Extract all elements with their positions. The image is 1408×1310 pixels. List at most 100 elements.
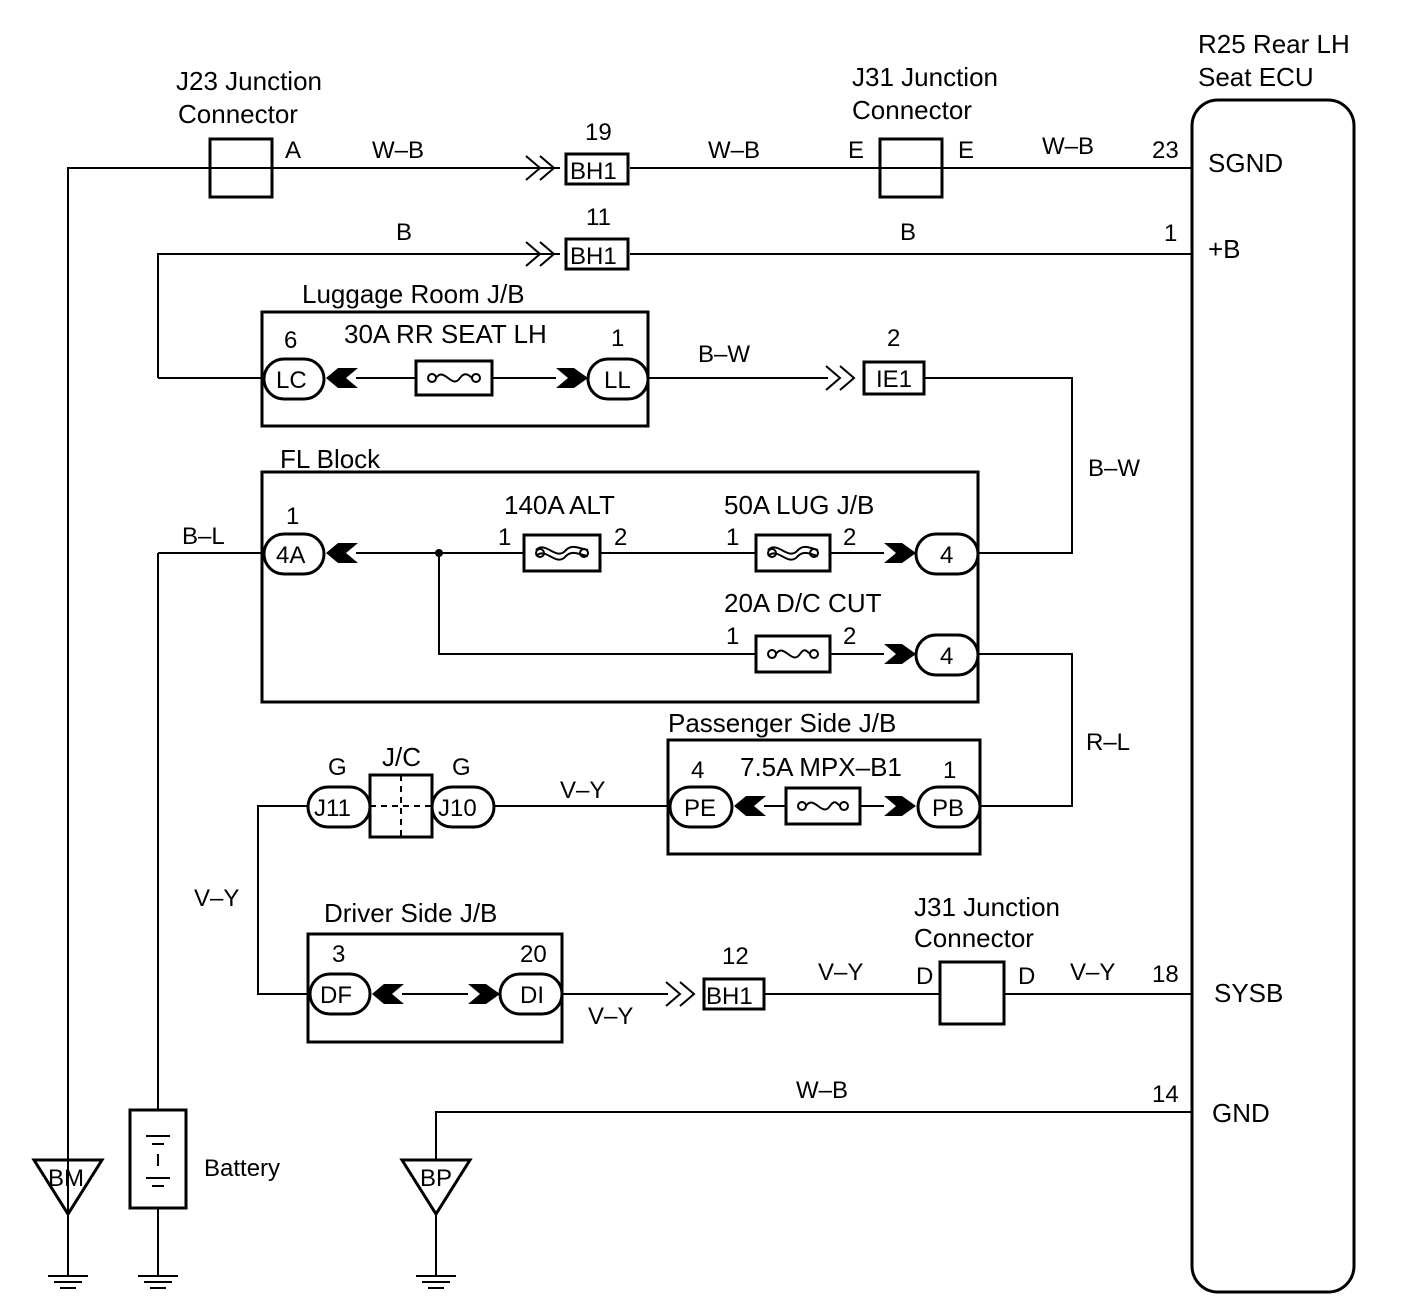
luggage-room-jb: Luggage Room J/B 30A RR SEAT LH LC 6 LL … xyxy=(158,279,650,428)
ecu-pin-b-num: 1 xyxy=(1164,220,1177,247)
ie1-label: IE1 xyxy=(876,366,912,393)
jc-junction-connector: J/C J11 G J10 G xyxy=(306,742,496,839)
j31-junction-connector-top: J31 Junction Connector E E xyxy=(848,62,998,199)
wire-label: V–Y xyxy=(588,1003,633,1030)
fuse-140a-alt: 140A ALT 1 2 xyxy=(498,490,627,573)
bh1-connector-12: BH1 12 xyxy=(702,943,766,1011)
driver-jb-title: Driver Side J/B xyxy=(324,898,497,928)
bh1-label: BH1 xyxy=(570,243,617,270)
fuse-dc-pin2: 2 xyxy=(843,623,856,650)
j23-junction-connector: J23 Junction Connector A xyxy=(176,66,322,199)
vy-circuit xyxy=(257,805,310,995)
luggage-jb-left-label: LC xyxy=(276,367,307,394)
ecu-pin-sgnd-name: SGND xyxy=(1208,148,1283,178)
fl-block: FL Block 4A 1 140A ALT 1 2 50A LUG J/B 1 xyxy=(158,444,980,704)
wire-label: B–L xyxy=(182,523,225,550)
fuse-lug-pin1: 1 xyxy=(726,524,739,551)
driver-jb-right-num: 20 xyxy=(520,941,547,968)
j31-bottom-pin-left: D xyxy=(916,963,933,990)
jc-left-num: G xyxy=(328,754,347,781)
fuse-dc-pin1: 1 xyxy=(726,623,739,650)
wire-label: W–B xyxy=(372,137,424,164)
fuse-alt-pin1: 1 xyxy=(498,524,511,551)
bw-circuit xyxy=(648,365,1073,554)
ie1-num: 2 xyxy=(887,325,900,352)
wire-label: V–Y xyxy=(560,777,605,804)
j31-top-title-line2: Connector xyxy=(852,95,972,125)
passenger-jb-fuse-name: 7.5A MPX–B1 xyxy=(740,752,902,782)
fuse-lug-name: 50A LUG J/B xyxy=(724,490,874,520)
ie1-connector: IE1 2 xyxy=(862,325,926,396)
ecu-pin-b-name: +B xyxy=(1208,234,1241,264)
rl-circuit xyxy=(978,653,1073,807)
fl-dc-out-label: 4 xyxy=(940,643,953,670)
jc-title: J/C xyxy=(382,742,421,772)
j31-top-pin-left: E xyxy=(848,137,864,164)
gnd-circuit xyxy=(435,1111,1192,1160)
fl-terminal-num: 1 xyxy=(286,503,299,530)
jc-right-label: J10 xyxy=(438,795,477,822)
ecu-title-line1: R25 Rear LH xyxy=(1198,29,1350,59)
fuse-alt-pin2: 2 xyxy=(614,524,627,551)
luggage-jb-right-num: 1 xyxy=(611,325,624,352)
passenger-side-jb: Passenger Side J/B 7.5A MPX–B1 PE 4 PB 1 xyxy=(666,708,982,856)
j31-junction-connector-bottom: J31 Junction Connector D D xyxy=(914,892,1060,1026)
bh1-connector-19: BH1 19 xyxy=(525,119,630,186)
fl-lug-out-label: 4 xyxy=(940,542,953,569)
j23-title-line1: J23 Junction xyxy=(176,66,322,96)
driver-side-jb: Driver Side J/B DF 3 DI 20 xyxy=(306,898,564,1044)
rear-lh-seat-ecu: R25 Rear LH Seat ECU 23 SGND 1 +B 18 SYS… xyxy=(1152,29,1356,1294)
sysb-circuit xyxy=(562,981,1192,1007)
jc-left-label: J11 xyxy=(314,795,351,822)
passenger-jb-title: Passenger Side J/B xyxy=(668,708,896,738)
luggage-jb-title: Luggage Room J/B xyxy=(302,279,525,309)
wire-label: V–Y xyxy=(818,959,863,986)
ecu-pin-sysb-num: 18 xyxy=(1152,961,1179,988)
j23-pin: A xyxy=(285,137,301,164)
fuse-7-5a-mpx-b1 xyxy=(784,786,862,826)
ecu-title-line2: Seat ECU xyxy=(1198,62,1314,92)
fuse-dc-name: 20A D/C CUT xyxy=(724,588,882,618)
b-circuit xyxy=(157,253,1192,378)
battery-label: Battery xyxy=(204,1155,280,1182)
passenger-jb-left-label: PE xyxy=(684,795,716,822)
ecu-pin-sgnd-num: 23 xyxy=(1152,137,1179,164)
fuse-30a-rr-seat-lh xyxy=(414,359,494,397)
bh1-num: 19 xyxy=(585,119,612,146)
wire-label: R–L xyxy=(1086,729,1130,756)
j31-top-title-line1: J31 Junction xyxy=(852,62,998,92)
ecu-pin-sysb-name: SYSB xyxy=(1214,978,1283,1008)
wire-label: V–Y xyxy=(194,885,239,912)
passenger-jb-right-num: 1 xyxy=(943,757,956,784)
fuse-20a-dc-cut: 20A D/C CUT 1 2 xyxy=(724,588,882,674)
jc-right-num: G xyxy=(452,754,471,781)
luggage-jb-left-num: 6 xyxy=(284,327,297,354)
sgnd-circuit xyxy=(67,167,1192,1218)
wire-label: V–Y xyxy=(1070,959,1115,986)
driver-jb-left-num: 3 xyxy=(332,941,345,968)
bh1-label: BH1 xyxy=(706,983,753,1010)
bh1-num: 12 xyxy=(722,943,749,970)
wire-label: B–W xyxy=(1088,455,1140,482)
j23-title-line2: Connector xyxy=(178,99,298,129)
wire-label: B–W xyxy=(698,341,750,368)
ground-bm-label: BM xyxy=(48,1165,84,1192)
ground-bm: BM xyxy=(31,1158,105,1289)
fl-terminal-label: 4A xyxy=(276,542,305,569)
j31-bottom-title-line2: Connector xyxy=(914,923,1034,953)
wire-label: W–B xyxy=(708,137,760,164)
wire-label: W–B xyxy=(796,1077,848,1104)
ecu-pin-gnd-name: GND xyxy=(1212,1098,1270,1128)
passenger-jb-right-label: PB xyxy=(932,795,964,822)
luggage-jb-right-label: LL xyxy=(604,367,631,394)
bh1-label: BH1 xyxy=(570,158,617,185)
passenger-jb-left-num: 4 xyxy=(691,757,704,784)
wire-label: W–B xyxy=(1042,133,1094,160)
wire-label: B xyxy=(900,219,916,246)
ground-bp-label: BP xyxy=(420,1165,452,1192)
fuse-lug-pin2: 2 xyxy=(843,524,856,551)
ecu-pin-gnd-num: 14 xyxy=(1152,1081,1179,1108)
ground-bp: BP xyxy=(399,1158,473,1289)
driver-jb-right-label: DI xyxy=(520,982,544,1009)
